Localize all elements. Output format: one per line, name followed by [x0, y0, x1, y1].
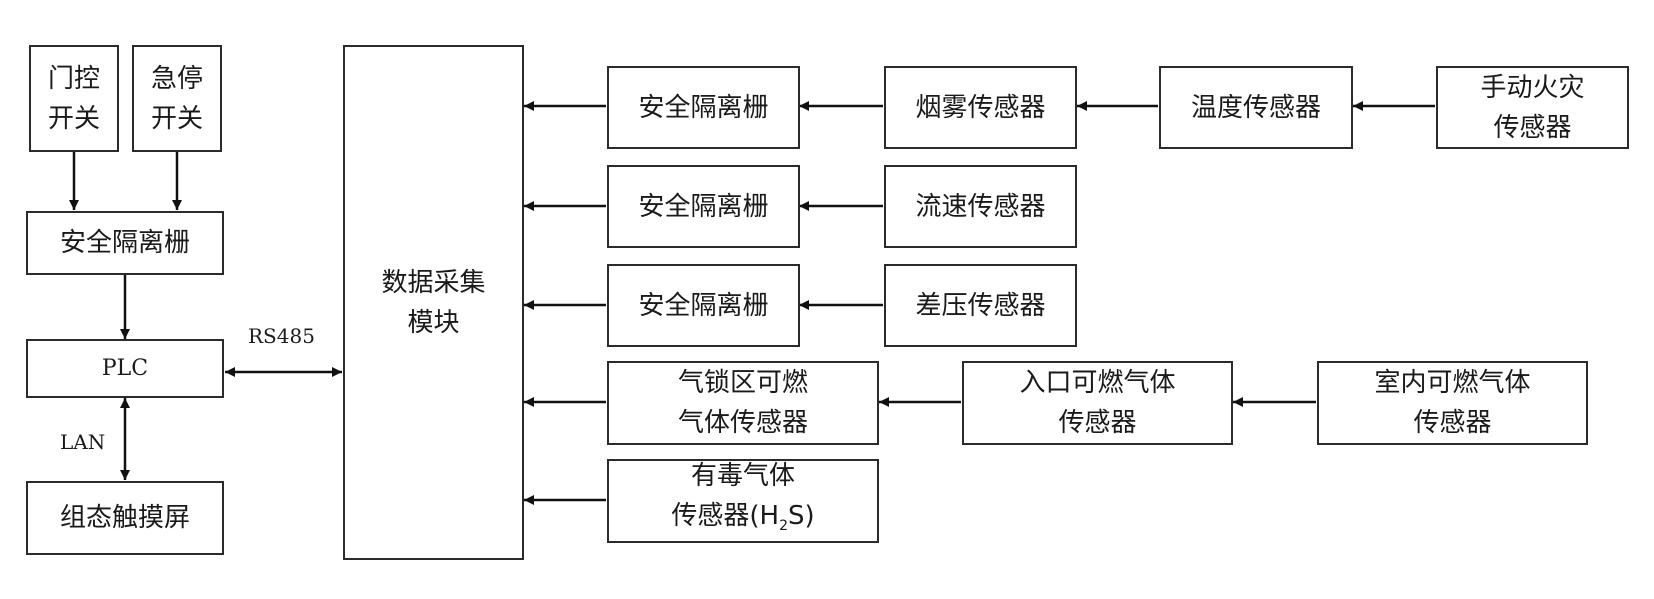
lan-label: LAN — [60, 430, 106, 454]
airlock-gas-line1: 气锁区可燃 — [677, 368, 808, 398]
flow-sensor-label: 流速传感器 — [915, 191, 1046, 222]
safety-barrier-left-label: 安全隔离栅 — [59, 228, 190, 258]
door-switch-line2: 开关 — [47, 103, 100, 134]
manual-fire-line1: 手动火灾 — [1480, 72, 1585, 103]
indoor-gas-line2: 传感器 — [1413, 408, 1492, 438]
indoor-gas-line1: 室内可燃气体 — [1374, 368, 1531, 398]
diff-pressure-sensor-label: 差压传感器 — [915, 290, 1046, 321]
hmi-touchscreen-label: 组态触摸屏 — [59, 503, 190, 533]
airlock-gas-line2: 气体传感器 — [677, 408, 808, 438]
toxic-gas-sensor-box: 有毒气体 传感器(H2S) — [607, 459, 879, 543]
door-switch-box: 门控开关 — [29, 45, 119, 152]
toxic-gas-subscript: 2 — [779, 518, 788, 535]
temperature-sensor-label: 温度传感器 — [1190, 92, 1321, 123]
daq-line2: 模块 — [407, 307, 460, 338]
safety-barrier-left: 安全隔离栅 — [26, 211, 224, 275]
toxic-gas-line1: 有毒气体 — [690, 460, 795, 491]
smoke-sensor-label: 烟雾传感器 — [915, 92, 1046, 123]
safety-barrier-3: 安全隔离栅 — [607, 264, 800, 347]
manual-fire-line2: 传感器 — [1493, 112, 1572, 143]
entrance-gas-line1: 入口可燃气体 — [1019, 368, 1176, 398]
rs485-label: RS485 — [248, 324, 315, 348]
toxic-gas-line2-prefix: 传感器(H — [671, 500, 780, 531]
flow-sensor-box: 流速传感器 — [884, 165, 1077, 248]
safety-barrier-1-label: 安全隔离栅 — [638, 92, 769, 123]
airlock-gas-sensor-box: 气锁区可燃气体传感器 — [607, 361, 879, 445]
safety-barrier-2: 安全隔离栅 — [607, 165, 800, 248]
safety-barrier-1: 安全隔离栅 — [607, 66, 800, 149]
entrance-gas-line2: 传感器 — [1058, 408, 1137, 438]
estop-switch-line2: 开关 — [150, 103, 203, 134]
plc-box: PLC — [26, 339, 224, 398]
entrance-gas-sensor-box: 入口可燃气体传感器 — [962, 361, 1233, 445]
indoor-gas-sensor-box: 室内可燃气体传感器 — [1317, 361, 1588, 445]
diff-pressure-sensor-box: 差压传感器 — [884, 264, 1077, 347]
estop-switch-line1: 急停 — [150, 63, 203, 94]
plc-label: PLC — [101, 355, 149, 381]
temperature-sensor-box: 温度传感器 — [1159, 66, 1353, 149]
smoke-sensor-box: 烟雾传感器 — [884, 66, 1077, 149]
daq-line1: 数据采集 — [381, 267, 486, 298]
safety-barrier-2-label: 安全隔离栅 — [638, 191, 769, 222]
estop-switch-box: 急停开关 — [132, 45, 222, 152]
data-acquisition-module: 数据采集模块 — [343, 45, 524, 560]
toxic-gas-line2: 传感器(H2S) — [671, 496, 814, 546]
manual-fire-sensor-box: 手动火灾传感器 — [1436, 66, 1629, 149]
safety-barrier-3-label: 安全隔离栅 — [638, 290, 769, 321]
door-switch-line1: 门控 — [47, 63, 100, 94]
toxic-gas-line2-suffix: S) — [787, 500, 815, 531]
hmi-touchscreen-box: 组态触摸屏 — [26, 481, 224, 555]
